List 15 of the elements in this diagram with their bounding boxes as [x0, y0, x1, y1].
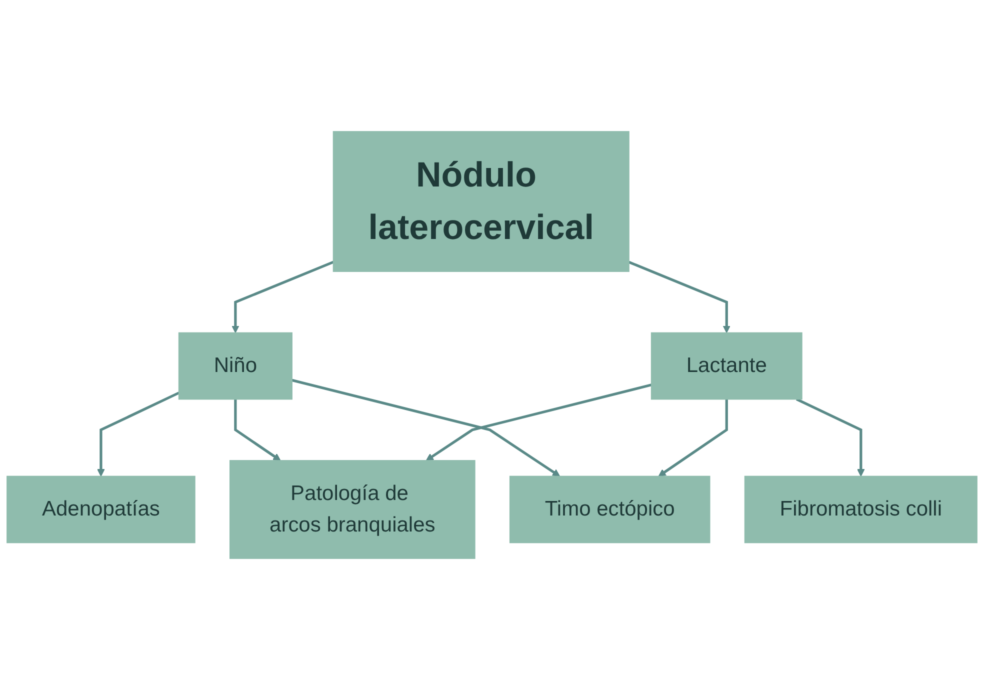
node-box: Fibromatosis colli	[744, 476, 978, 544]
arrow	[628, 260, 730, 334]
node-box: Nódulo laterocervical	[332, 131, 630, 272]
arrow	[232, 260, 334, 334]
arrow	[796, 398, 865, 477]
node-box: Patología de arcos branquiales	[229, 460, 476, 559]
arrow	[234, 399, 281, 461]
node-box: Timo ectópico	[509, 476, 710, 544]
arrow	[97, 392, 180, 477]
node-box: Niño	[178, 332, 292, 400]
node-box: Lactante	[650, 332, 802, 400]
arrow	[426, 384, 652, 461]
arrow	[658, 399, 728, 477]
arrow	[292, 378, 560, 477]
node-box: Adenopatías	[6, 476, 196, 544]
